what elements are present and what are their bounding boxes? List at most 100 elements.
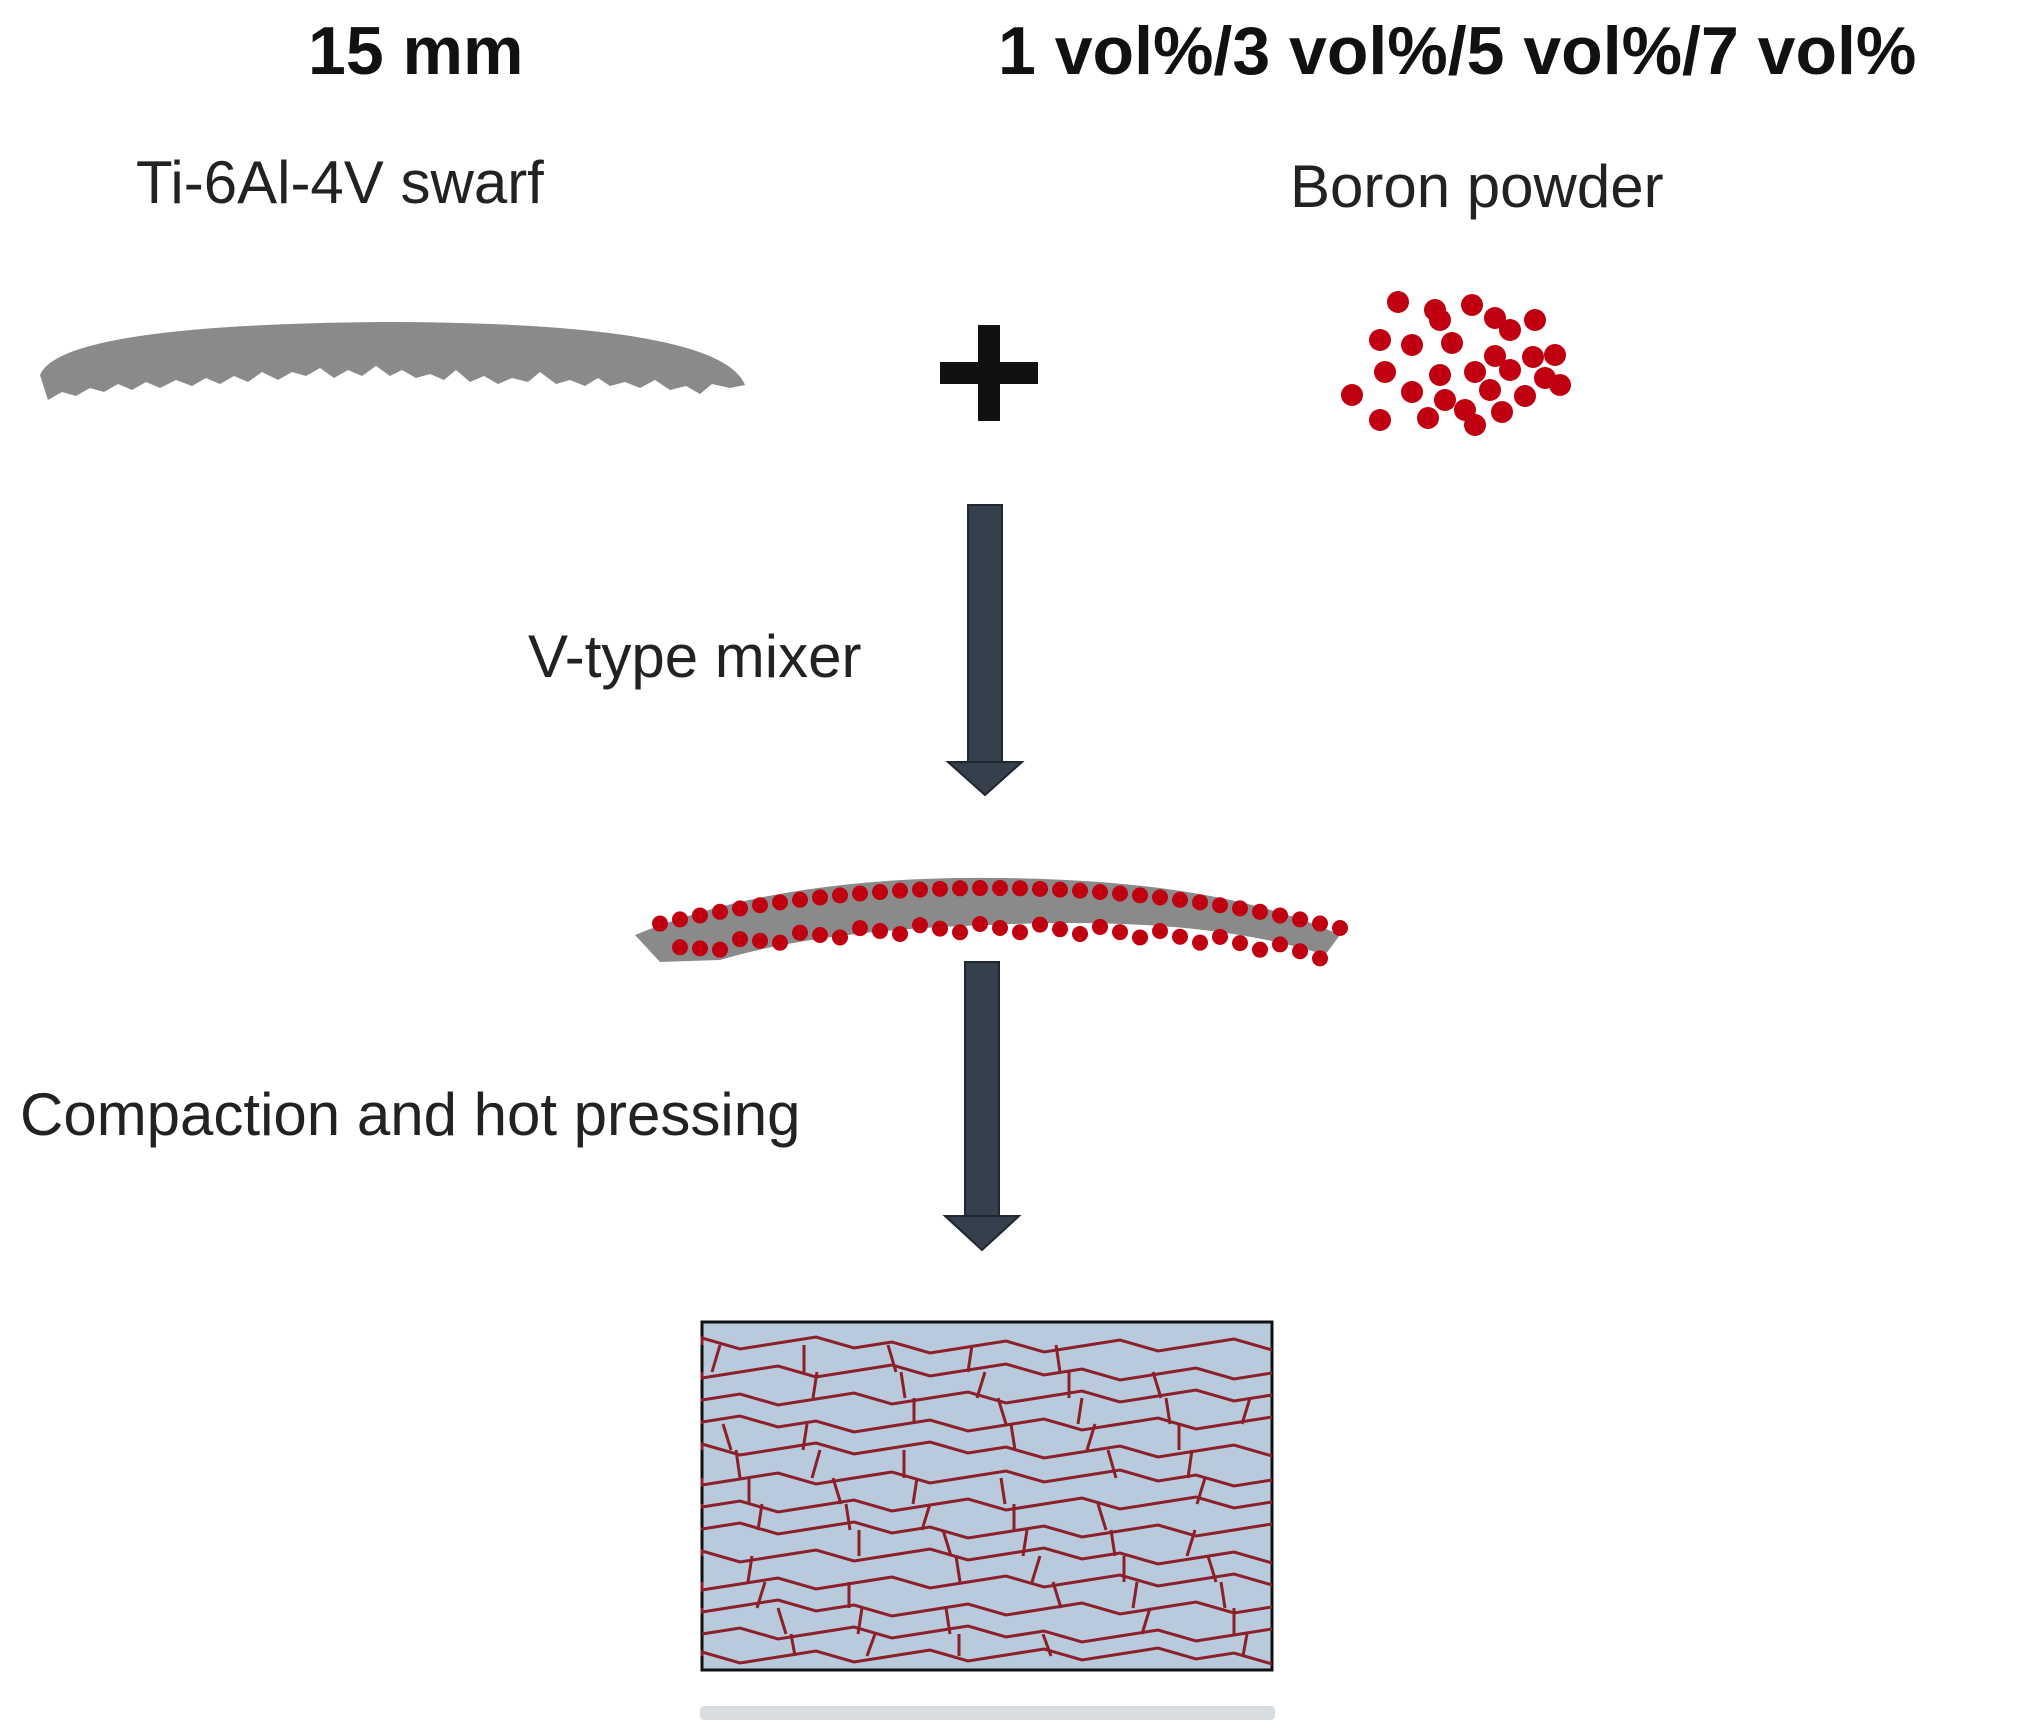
grain-boundary (975, 1371, 987, 1399)
boron-particle (952, 880, 968, 897)
boron-particle (1401, 381, 1423, 403)
grain-boundary (710, 1344, 722, 1373)
boron-particle (832, 887, 848, 904)
grain-boundary (1085, 1423, 1097, 1451)
grain-boundary (1051, 1581, 1063, 1609)
boron-particle (1514, 385, 1536, 407)
grain-boundary (1096, 1503, 1108, 1531)
boron-particle (1341, 384, 1363, 406)
boron-particle (1232, 900, 1248, 917)
boron-particle (1152, 923, 1168, 939)
boron-particle (1012, 924, 1028, 941)
compaction-step-label: Compaction and hot pressing (20, 1081, 801, 1148)
boron-particle (1479, 379, 1501, 401)
boron-particle (1499, 319, 1521, 341)
boron-particle (972, 880, 988, 897)
grain-boundary (1054, 1344, 1062, 1373)
grain-boundary (746, 1555, 754, 1583)
grain-boundary (1186, 1449, 1194, 1479)
boron-fraction-label: 1 vol%/3 vol%/5 vol%/7 vol% (998, 13, 1917, 89)
grain-boundary (755, 1581, 767, 1609)
grain-boundary (1041, 1633, 1053, 1657)
boron-particle (792, 924, 808, 941)
boron-particle (912, 881, 928, 898)
boron-particle (732, 931, 748, 948)
grain-boundary (1219, 1581, 1227, 1609)
boron-particle (1292, 943, 1308, 960)
boron-particle (932, 880, 948, 897)
boron-particle (1272, 936, 1288, 953)
boron-particle (692, 940, 708, 957)
grain-boundary (721, 1423, 733, 1451)
grain-boundary (1009, 1423, 1017, 1451)
boron-particle (912, 917, 928, 934)
boron-particle (932, 920, 948, 937)
boron-particle (832, 929, 848, 946)
boron-particle (872, 922, 888, 939)
grain-boundary (700, 1572, 1273, 1592)
boron-particle (1312, 950, 1328, 967)
boron-particle (1464, 414, 1486, 436)
boron-particle (1252, 941, 1268, 958)
grain-boundary (865, 1633, 877, 1657)
grain-boundary (700, 1546, 1273, 1566)
grain-boundary (789, 1633, 797, 1657)
down-arrow-icon (942, 961, 1022, 1252)
grain-boundary (941, 1529, 953, 1557)
boron-particle (1332, 920, 1348, 936)
boron-particle (752, 897, 768, 914)
grain-boundary (700, 1440, 1273, 1460)
boron-particle (1484, 345, 1506, 367)
grain-boundary (944, 1607, 952, 1635)
boron-particle (1272, 907, 1288, 924)
boron-particle (1369, 409, 1391, 431)
boron-particle (1429, 364, 1451, 386)
boron-particle (1192, 894, 1208, 911)
grain-boundary (1021, 1529, 1029, 1557)
boron-particle (1292, 911, 1308, 928)
grain-boundary (954, 1555, 962, 1583)
grain-boundary (920, 1503, 932, 1531)
boron-particle (1212, 928, 1228, 945)
boron-particle (1491, 401, 1513, 423)
boron-particle (1549, 374, 1571, 396)
composite-block (700, 1320, 1275, 1720)
boron-particle (1172, 928, 1188, 945)
boundary-network (700, 1335, 1273, 1666)
boron-particle (852, 920, 868, 937)
boron-particle (1434, 389, 1456, 411)
grain-boundary (966, 1344, 974, 1373)
boron-particle (972, 916, 988, 933)
boron-particle (1172, 891, 1188, 908)
boron-particle (1072, 882, 1088, 899)
down-arrow-icon (945, 504, 1025, 797)
boron-particle (992, 880, 1008, 897)
boron-powder-cluster (1341, 291, 1571, 436)
grain-boundary (999, 1477, 1007, 1505)
boron-particle (1112, 885, 1128, 902)
boron-particle (1387, 291, 1409, 313)
boron-particle (1499, 359, 1521, 381)
boron-particle (1092, 883, 1108, 900)
grain-boundary (1206, 1555, 1218, 1583)
grain-boundary (734, 1449, 742, 1479)
boron-particle (1012, 880, 1028, 897)
boron-particle (852, 885, 868, 902)
boron-particle (1544, 344, 1566, 366)
boron-particle (892, 882, 908, 899)
boron-particle (952, 924, 968, 941)
boron-particle (1032, 880, 1048, 897)
swarf-size-label: 15 mm (308, 13, 524, 89)
boron-particle (1401, 334, 1423, 356)
grain-boundary (801, 1423, 809, 1451)
boron-name-label: Boron powder (1290, 153, 1664, 220)
grain-boundary (1240, 1397, 1252, 1425)
grain-boundary (1185, 1529, 1197, 1557)
grain-boundary (700, 1388, 1273, 1407)
grain-boundary (844, 1503, 852, 1531)
boron-particle (1252, 903, 1268, 920)
boron-particle (892, 925, 908, 942)
boron-particle (1052, 881, 1068, 898)
grain-boundary (831, 1477, 843, 1505)
